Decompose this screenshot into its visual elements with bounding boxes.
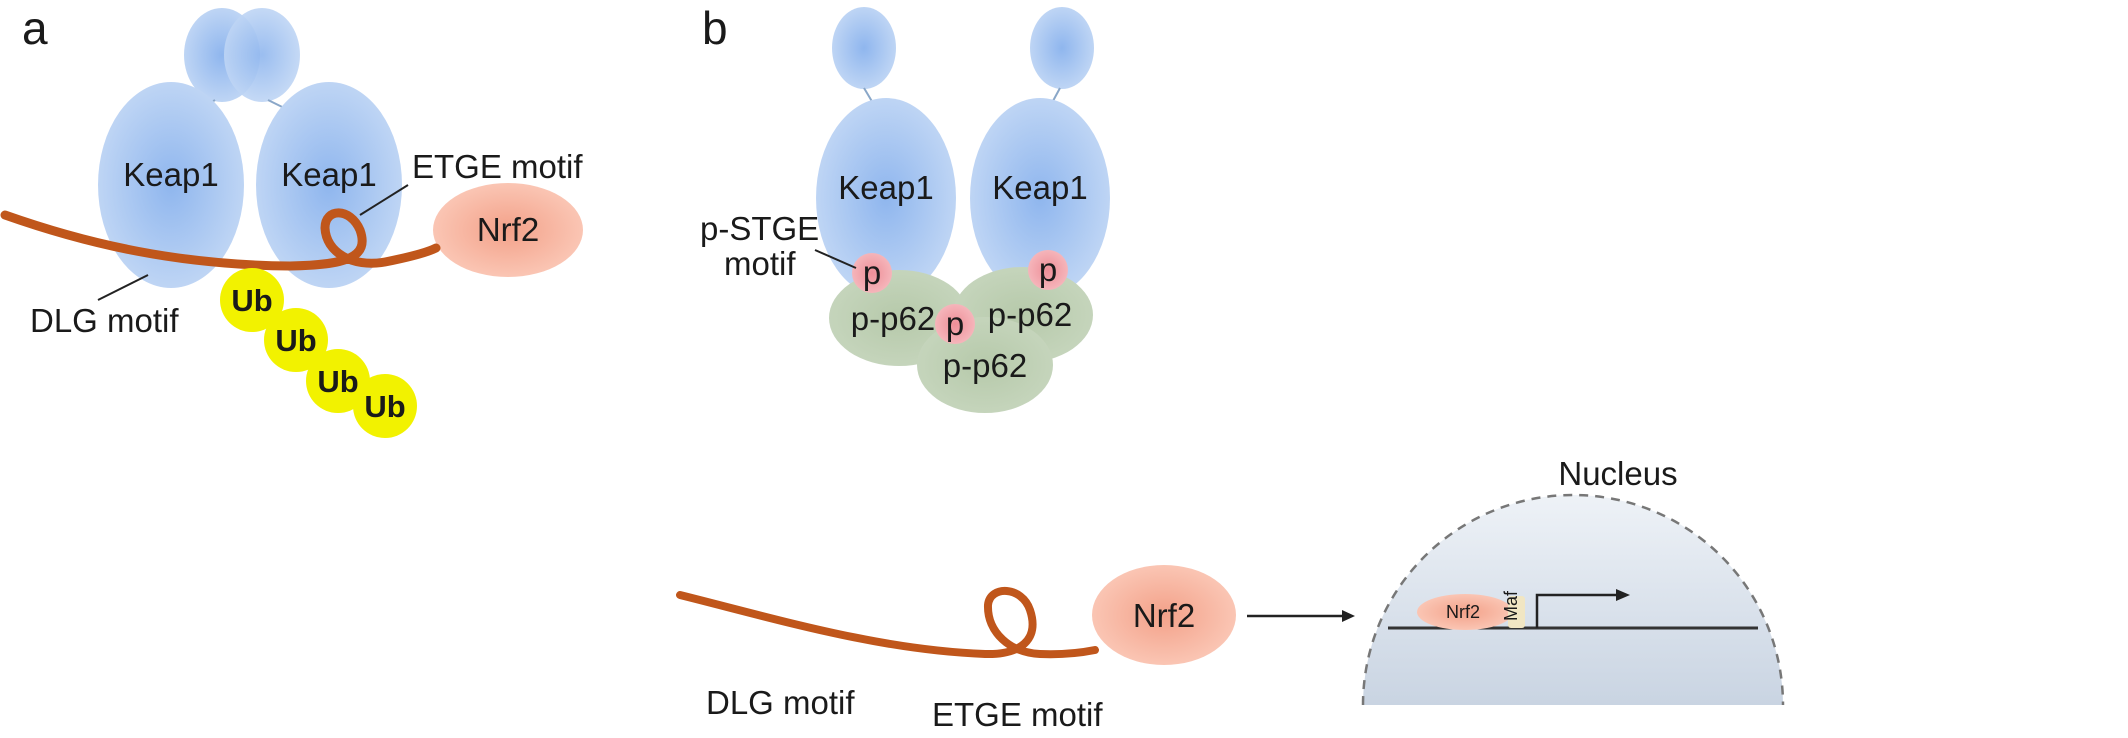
keap1-right-b-label: Keap1 [992, 169, 1087, 206]
nrf2-a [433, 183, 583, 277]
etge-motif-a-label: ETGE motif [412, 148, 583, 185]
p-stge-label-line1: p-STGE [700, 210, 819, 247]
phospho-right-label: p [1039, 251, 1057, 288]
keap1-left-b-label: Keap1 [838, 169, 933, 206]
ub-2-label: Ub [275, 323, 316, 358]
ub-4 [353, 374, 417, 438]
p-stge-label-line2: motif [724, 245, 796, 282]
ub-1 [220, 268, 284, 332]
nucleus-nrf2 [1417, 594, 1513, 630]
keap1-dimer-head-a [184, 8, 300, 102]
ub-3-label: Ub [317, 364, 358, 399]
keap1-head-right-b [1030, 7, 1094, 89]
p62-right-label: p-p62 [988, 296, 1072, 333]
p-stge-pointer [814, 249, 857, 269]
keap1-left-a-label: Keap1 [123, 156, 218, 193]
nucleus-label: Nucleus [1558, 455, 1677, 492]
ub-3 [306, 349, 370, 413]
etge-pointer-a [359, 184, 409, 216]
keap1-head-left-b [832, 7, 896, 89]
dlg-motif-a-label: DLG motif [30, 302, 179, 339]
nrf2-a-label: Nrf2 [477, 211, 539, 248]
translocation-arrow-head [1342, 610, 1355, 622]
etge-motif-b-label: ETGE motif [932, 696, 1103, 733]
nrf2-b-label: Nrf2 [1133, 597, 1195, 634]
phospho-left-label: p [863, 254, 881, 291]
maf-box [1508, 596, 1525, 628]
panel-b-label: b [702, 2, 728, 54]
phospho-center [935, 304, 975, 344]
p62-bottom-label: p-p62 [943, 347, 1027, 384]
p62-left-label: p-p62 [851, 300, 935, 337]
transcription-arrow-line [1535, 593, 1618, 628]
ub-1-label: Ub [231, 283, 272, 318]
maf-label: Maf [1501, 590, 1521, 621]
phospho-center-label: p [946, 305, 964, 342]
nrf2-chain-b [676, 586, 1099, 659]
dlg-motif-b-label: DLG motif [706, 684, 855, 721]
nrf2-b [1092, 565, 1236, 665]
ub-2 [264, 308, 328, 372]
keap1-right-b [970, 98, 1110, 298]
phospho-left [852, 253, 892, 293]
keap1-left-a [98, 82, 244, 288]
ub-4-label: Ub [364, 389, 405, 424]
nucleus [1361, 493, 1785, 706]
transcription-arrow-head [1616, 589, 1630, 601]
panel-a-label: a [22, 2, 48, 54]
nucleus-nrf2-label: Nrf2 [1446, 602, 1480, 622]
nrf2-chain-a [0, 208, 441, 271]
dlg-pointer-a [97, 274, 149, 301]
keap1-left-b [816, 98, 956, 298]
keap1-right-a-label: Keap1 [281, 156, 376, 193]
ubiquitin-chain: Ub Ub Ub Ub [220, 268, 417, 438]
phospho-right [1028, 250, 1068, 290]
